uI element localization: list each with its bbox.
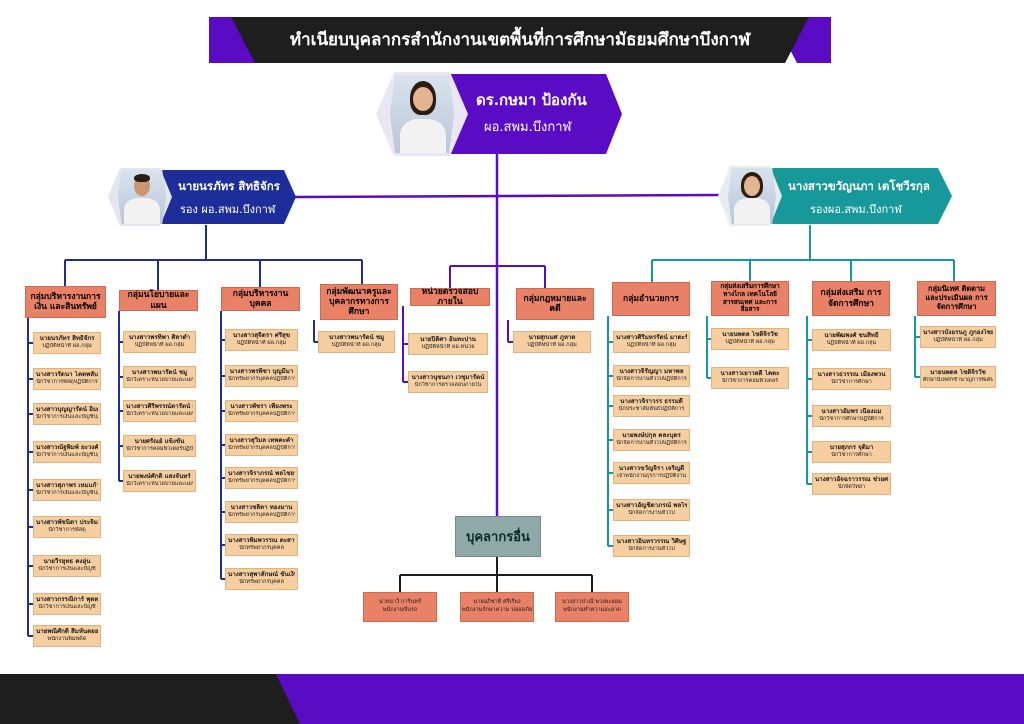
- member-card: นางสาวชลิดา ทองมานนักทรัพยากรบุคคลปฏิบัต…: [225, 501, 298, 523]
- member-card: นางสาวจิรัญญา มหาพลนักจัดการงานทั่วไปปฏิ…: [613, 365, 690, 387]
- director-photo: [390, 75, 454, 153]
- deputy-left-photo: [118, 170, 166, 224]
- member-card: นางสาวพรพิชา บุญมีมานักทรัพยากรบุคคลปฏิบ…: [225, 365, 298, 387]
- director-card: ดร.กษมา ป้องกัน ผอ.สพม.บึงกาฬ: [376, 72, 622, 156]
- member-card: นายพงษ์ศักดิ์ แสงจันทร์นักวิเคราะห์นโยบา…: [123, 470, 196, 492]
- group-header-policy: กลุ่มนโยบายและแผน: [119, 290, 198, 311]
- deputy-right-name: นางสาวขวัญนภา เตโชวีรกุล: [788, 179, 930, 193]
- group-header-promotion: กลุ่มส่งเสริม การจัดการศึกษา: [812, 281, 890, 316]
- member-card: นายพงษ์ปกุล คละบุตรนักจัดการงานทั่วไปปฏิ…: [613, 429, 690, 451]
- member-card: นางสาวเยาวลดี โคตะนักวิชาการคอมพิวเตอร์: [711, 367, 789, 389]
- deputy-right-role: รองผอ.สพม.บึงกาฬ: [810, 203, 902, 216]
- member-card: นายสุกเมศ ภูหาดปฏิบัติหน้าที่ ผอ.กลุ่ม: [513, 331, 591, 353]
- member-card: นางสาวบังอรนภู ภูกองไชยปฏิบัติหน้าที่ ผอ…: [920, 326, 996, 348]
- member-card: นางสาวจิราวรร ธรรมดีนักประชาสัมพันธ์ปฏิบ…: [613, 395, 690, 417]
- member-card: นางสาวสุวิมล เทพคะคำนักทรัพยากรบุคคลปฏิบ…: [225, 434, 298, 456]
- group-header-audit: หน่วยตรวจสอบภายใน: [410, 287, 490, 307]
- member-card: นายพัฒพงศ์ ชนสิทธิ์ปฏิบัติหน้าที่ ผอ.กลุ…: [812, 329, 891, 351]
- member-card: นางสาวสุจิตรา ศรีสุขปฏิบัติหน้าที่ ผอ.กล…: [225, 329, 298, 351]
- footer-band: [0, 674, 1024, 724]
- member-card: นางสาวอัจฉราวรรณ ช่วยศรีนักจิตวิทยา: [812, 473, 891, 495]
- member-card: นายสุภกร จุติมานักวิชาการศึกษา: [812, 441, 891, 463]
- member-card: นางสาวสุภาพร เหมแก้วนักวิชาการเงินและบัญ…: [33, 479, 101, 501]
- group-header-finance: กลุ่มบริหารงานการเงิน และสินทรัพย์: [25, 286, 106, 318]
- member-card: นางสาวปาณี พวงพะยอมพนักงานทำความสะอาด: [555, 592, 629, 622]
- deputy-left-role: รอง ผอ.สพม.บึงกาฬ: [180, 203, 276, 216]
- member-card: นางสาวศิริพรรณ์ตารัตน์ มาตะรัตน์นักวิเคร…: [123, 400, 196, 422]
- member-card: นางสาวจิราภรณ์ พลไชยานักทรัพยากรบุคคลปฏิ…: [225, 467, 298, 489]
- deputy-right-card: นางสาวขวัญนภา เตโชวีรกุล รองผอ.สพม.บึงกา…: [718, 166, 952, 226]
- member-card: นางสาวขวัญจิรา เจริญดีเจ้าพนักงานธุรการป…: [613, 462, 690, 484]
- member-card: นางสาวบุญญารัตน์ อิ่มศรีนักวิชาการเงินแล…: [33, 403, 101, 425]
- member-card: นางสาวอินทรวรรณ วิศิษฐนักจัดการงานทั่วไป: [613, 535, 690, 557]
- member-card: นางสาวสุพาลักษณ์ ขันเงินนักทรัพยากรบุคคล: [225, 568, 298, 590]
- member-card: นางสาวพรทิพา ศิลาดำปฏิบัติหน้าที่ ผอ.กลุ…: [123, 331, 196, 353]
- member-card: นางสาวณัฐพิมพ์ ยะวงศ์ศรีนักวิชาการเงินแล…: [33, 441, 101, 463]
- member-card: นางสาวพัชนิดา ประจิมทิศนักวิชาการพัสดุ: [33, 516, 101, 538]
- member-card: นายนรภัทร สิทธิจักรปฏิบัติหน้าที่ ผอ.กลุ…: [33, 332, 101, 354]
- member-card: นายนพดล โชติจิรวัชศึกษานิเทศก์ชำนาญการพิ…: [920, 366, 996, 388]
- member-card: นางสาวอัญชิตาภรณ์ พลไชยานักจัดการงานทั่ว…: [613, 499, 690, 521]
- member-card: นางสาวกรรณิการ์ พุดตาลแสงนักวิชาการเงินแ…: [33, 593, 101, 615]
- member-card: นายปิติศา อ้นทะปานปฏิบัติหน้าที่ ผอ.หน่ว…: [408, 333, 488, 355]
- deputy-left-name: นายนรภัทร สิทธิจักร: [178, 179, 280, 193]
- group-header-teacher-dev: กลุ่มพัฒนาครูและ บุคลากรทางการศึกษา: [320, 284, 398, 320]
- director-role: ผอ.สพม.บึงกาฬ: [484, 120, 572, 135]
- group-header-admin: กลุ่มอำนวยการ: [612, 282, 690, 316]
- member-card: นางสาวรัตนา โคตพลับนักวิชาการพัสดุปฏิบัต…: [33, 368, 101, 390]
- member-card: นายพณิศักดิ์ สีมหันตยองพนักงานพิมพ์ดีด: [33, 625, 101, 647]
- member-card: นางสาวพนารัตน์ ชมูนักวิเคราะห์นโยบายและแ…: [123, 366, 196, 388]
- director-name: ดร.กษมา ป้องกัน: [476, 91, 587, 109]
- member-card: นางสาวนุชนภา เวชุมารัตน์นักวิชาการตรวจสอ…: [408, 371, 488, 393]
- member-card: นายนพดล โชติจิรวัชปฏิบัติหน้าที่ ผอ.กลุ่…: [711, 328, 789, 350]
- title-banner: ทำเนียบบุคลากรสำนักงานเขตพื้นที่การศึกษา…: [209, 17, 831, 63]
- group-header-ict: กลุ่มส่งเสริมการศึกษาทางไกล เทคโนโลยีสาร…: [711, 281, 789, 316]
- member-card: นายอภิชาติ ศรีเรียงพนักงานรักษาความ ปลอด…: [460, 592, 534, 622]
- group-header-personnel: กลุ่มบริหารงานบุคคล: [221, 287, 300, 311]
- group-header-law: กลุ่มกฎหมายและคดี: [516, 288, 594, 320]
- member-card: นางสาวพัชรา เพียงพระนักทรัพยากรบุคคลปฏิบ…: [225, 400, 298, 422]
- deputy-left-card: นายนรภัทร สิทธิจักร รอง ผอ.สพม.บึงกาฬ: [108, 168, 296, 226]
- member-card: นายนาวี การินทร์พนักงานขับรถ: [363, 592, 437, 622]
- member-card: นางสาวศิริมหรรัตน์ มาตะรัตน์ปฏิบัติหน้าท…: [613, 331, 690, 353]
- page-title: ทำเนียบบุคลากรสำนักงานเขตพื้นที่การศึกษา…: [289, 30, 751, 50]
- member-card: นางสาวพิมพวรรณ ตะสาวดีนักทรัพยากรบุคคล: [225, 534, 298, 556]
- member-card: นายศรัณย์ แข็งขันนักวิชาการคอมพิวเตอร์ปฏ…: [123, 435, 196, 457]
- member-card: นายวีรยุทธ คงอุ่นนักวิชาการเงินและบัญชี: [33, 555, 101, 577]
- member-card: นางสาวอัมพร เนื่องแมนักวิชาการศึกษาปฏิบั…: [812, 405, 891, 427]
- member-card: นางสาวพนารัตน์ ชมูปฏิบัติหน้าที่ ผอ.กลุ่…: [318, 331, 395, 353]
- deputy-right-photo: [728, 168, 776, 224]
- other-staff-header: บุคลากรอื่น: [455, 516, 541, 557]
- group-header-supervision: กลุ่มนิเทศ ติดตาม และประเมินผล การจัดการ…: [917, 281, 996, 316]
- member-card: นางสาวธวรรณ เมืองพวนนักวิชาการศึกษา: [812, 368, 891, 390]
